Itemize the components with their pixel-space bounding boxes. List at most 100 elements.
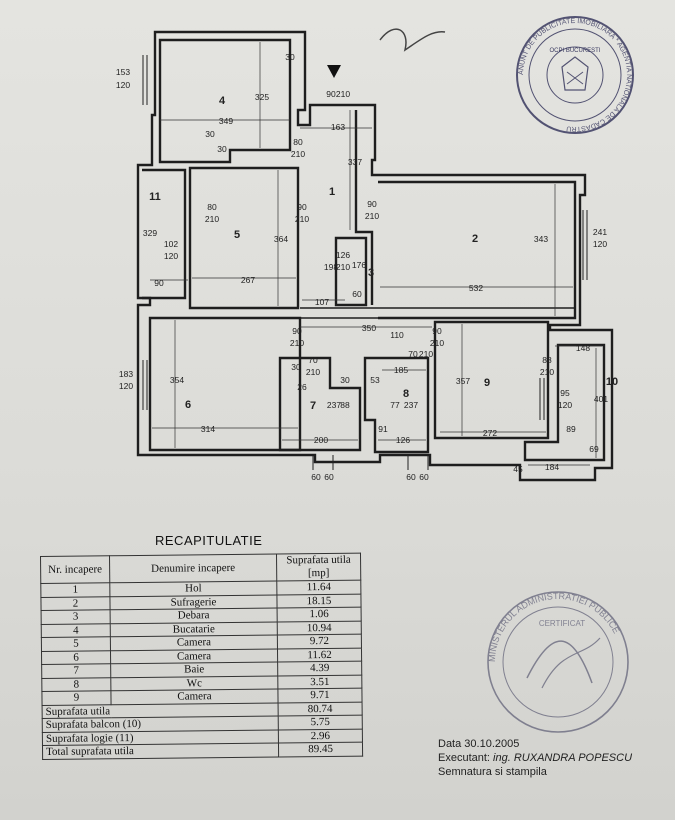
dimension-label: 91 [378, 424, 388, 434]
total-value: 89.45 [278, 742, 363, 757]
dimension-label: 241 [593, 227, 607, 237]
dimension-label: 90 [154, 278, 164, 288]
room-number-label: 8 [403, 388, 409, 400]
dimension-label: 120 [164, 251, 178, 261]
signature-text: Semnatura si stampila [438, 766, 547, 778]
cell-nr: 3 [41, 609, 111, 624]
dimension-label: 267 [241, 275, 255, 285]
dimension-label: 60 [311, 472, 321, 482]
dimension-label: 80 [293, 137, 303, 147]
total-value: 80.74 [278, 701, 363, 717]
bottom-stamp-center-text: CERTIFICAT [539, 619, 585, 628]
cell-area: 3.51 [277, 674, 362, 690]
cell-nr: 1 [40, 582, 110, 597]
dimension-label: 210 [430, 338, 444, 348]
dimension-label: 90 [297, 202, 307, 212]
room-number-label: 10 [606, 376, 618, 388]
cell-area: 18.15 [276, 593, 362, 609]
recap-table: Nr. incapere Denumire incapere Suprafata… [40, 553, 363, 760]
dimension-label: 69 [589, 444, 599, 454]
window-marks [142, 55, 588, 470]
executant-line: Executant: ing. RUXANDRA POPESCU [438, 752, 632, 764]
dimension-label: 45 [513, 464, 523, 474]
dimension-label: 354 [170, 375, 184, 385]
dimension-label: 60 [352, 289, 362, 299]
dimension-label: 237 [404, 400, 418, 410]
dimension-label: 272 [483, 428, 497, 438]
dimension-label: 53 [370, 375, 380, 385]
dimension-label: 70 [308, 355, 318, 365]
dimension-label: 210 [365, 211, 379, 221]
dimension-label: 325 [255, 92, 269, 102]
cell-area: 9.72 [277, 634, 362, 649]
cell-nr: 4 [41, 623, 111, 638]
cell-area: 11.64 [276, 580, 361, 595]
executant-name: ing. RUXANDRA POPESCU [493, 752, 633, 764]
room-number-label: 9 [484, 377, 490, 389]
dimension-label: 77 [390, 400, 400, 410]
room-number-label: 11 [149, 191, 161, 203]
dimension-label: 153 [116, 67, 130, 77]
cell-nr: 2 [40, 596, 111, 611]
dimension-label: 30 [205, 129, 215, 139]
room-number-label: 5 [234, 229, 240, 241]
dimension-label: 120 [593, 239, 607, 249]
dimension-label: 185 [394, 365, 408, 375]
dimension-label: 102 [164, 239, 178, 249]
cell-nr: 7 [41, 663, 111, 678]
dimension-label: 89 [566, 424, 576, 434]
header-name: Denumire incapere [109, 554, 277, 583]
dimension-label: 210 [205, 214, 219, 224]
top-stamp-center-text: OCPI BUCURESTI [549, 48, 600, 54]
cell-nr: 9 [41, 690, 112, 705]
room-number-label: 7 [310, 400, 316, 412]
top-stamp-icon: ANUNT DE PUBLICITATE IMOBILIARA * AGENTI… [516, 16, 634, 134]
room-number-label: 4 [219, 95, 226, 107]
dimension-label: 110 [390, 330, 404, 340]
cell-area: 4.39 [277, 661, 362, 676]
dimension-label: 60 [419, 472, 429, 482]
plan-walls [136, 30, 614, 482]
dimension-label: 210 [295, 214, 309, 224]
cell-nr: 6 [41, 650, 111, 665]
cell-area: 9.71 [277, 688, 363, 703]
dimension-label: 30 [285, 52, 295, 62]
dimension-label: 337 [348, 157, 362, 167]
dimension-label: 210 [290, 338, 304, 348]
dimension-label: 88 [340, 400, 350, 410]
dimension-label: 210 [419, 349, 433, 359]
dimension-label: 90 [367, 199, 377, 209]
room-number-label: 6 [185, 399, 191, 411]
total-value: 2.96 [278, 728, 363, 744]
dimension-label: 88 [542, 355, 552, 365]
dimension-label: 184 [545, 462, 559, 472]
dimension-label: 176 [352, 260, 366, 270]
dimension-label: 163 [331, 122, 345, 132]
dimension-label: 60 [324, 472, 334, 482]
dimension-label: 349 [219, 116, 233, 126]
dimension-label: 60 [406, 472, 416, 482]
room-number-label: 2 [472, 233, 478, 245]
dimension-label: 70 [408, 349, 418, 359]
dimension-label: 107 [315, 297, 329, 307]
total-value: 5.75 [278, 715, 363, 730]
cell-area: 1.06 [277, 607, 362, 622]
dimension-label: 90 [326, 89, 336, 99]
handwritten-mark [379, 28, 446, 52]
header-nr: Nr. incapere [40, 555, 110, 584]
dimension-label: 210 [306, 367, 320, 377]
room-number-label: 1 [329, 186, 335, 198]
dimension-label: 210 [336, 89, 350, 99]
dimension-lines [150, 42, 602, 466]
dimension-label: 30 [340, 375, 350, 385]
cell-area: 11.62 [277, 647, 362, 663]
dimension-label: 120 [558, 400, 572, 410]
dimension-label: 350 [362, 323, 376, 333]
cell-area: 10.94 [277, 620, 362, 636]
north-arrow-icon [327, 65, 341, 78]
dimension-label: 126 [396, 435, 410, 445]
bottom-stamp-icon: MINISTERUL ADMINISTRATIEI PUBLICE CERTIF… [487, 591, 629, 733]
